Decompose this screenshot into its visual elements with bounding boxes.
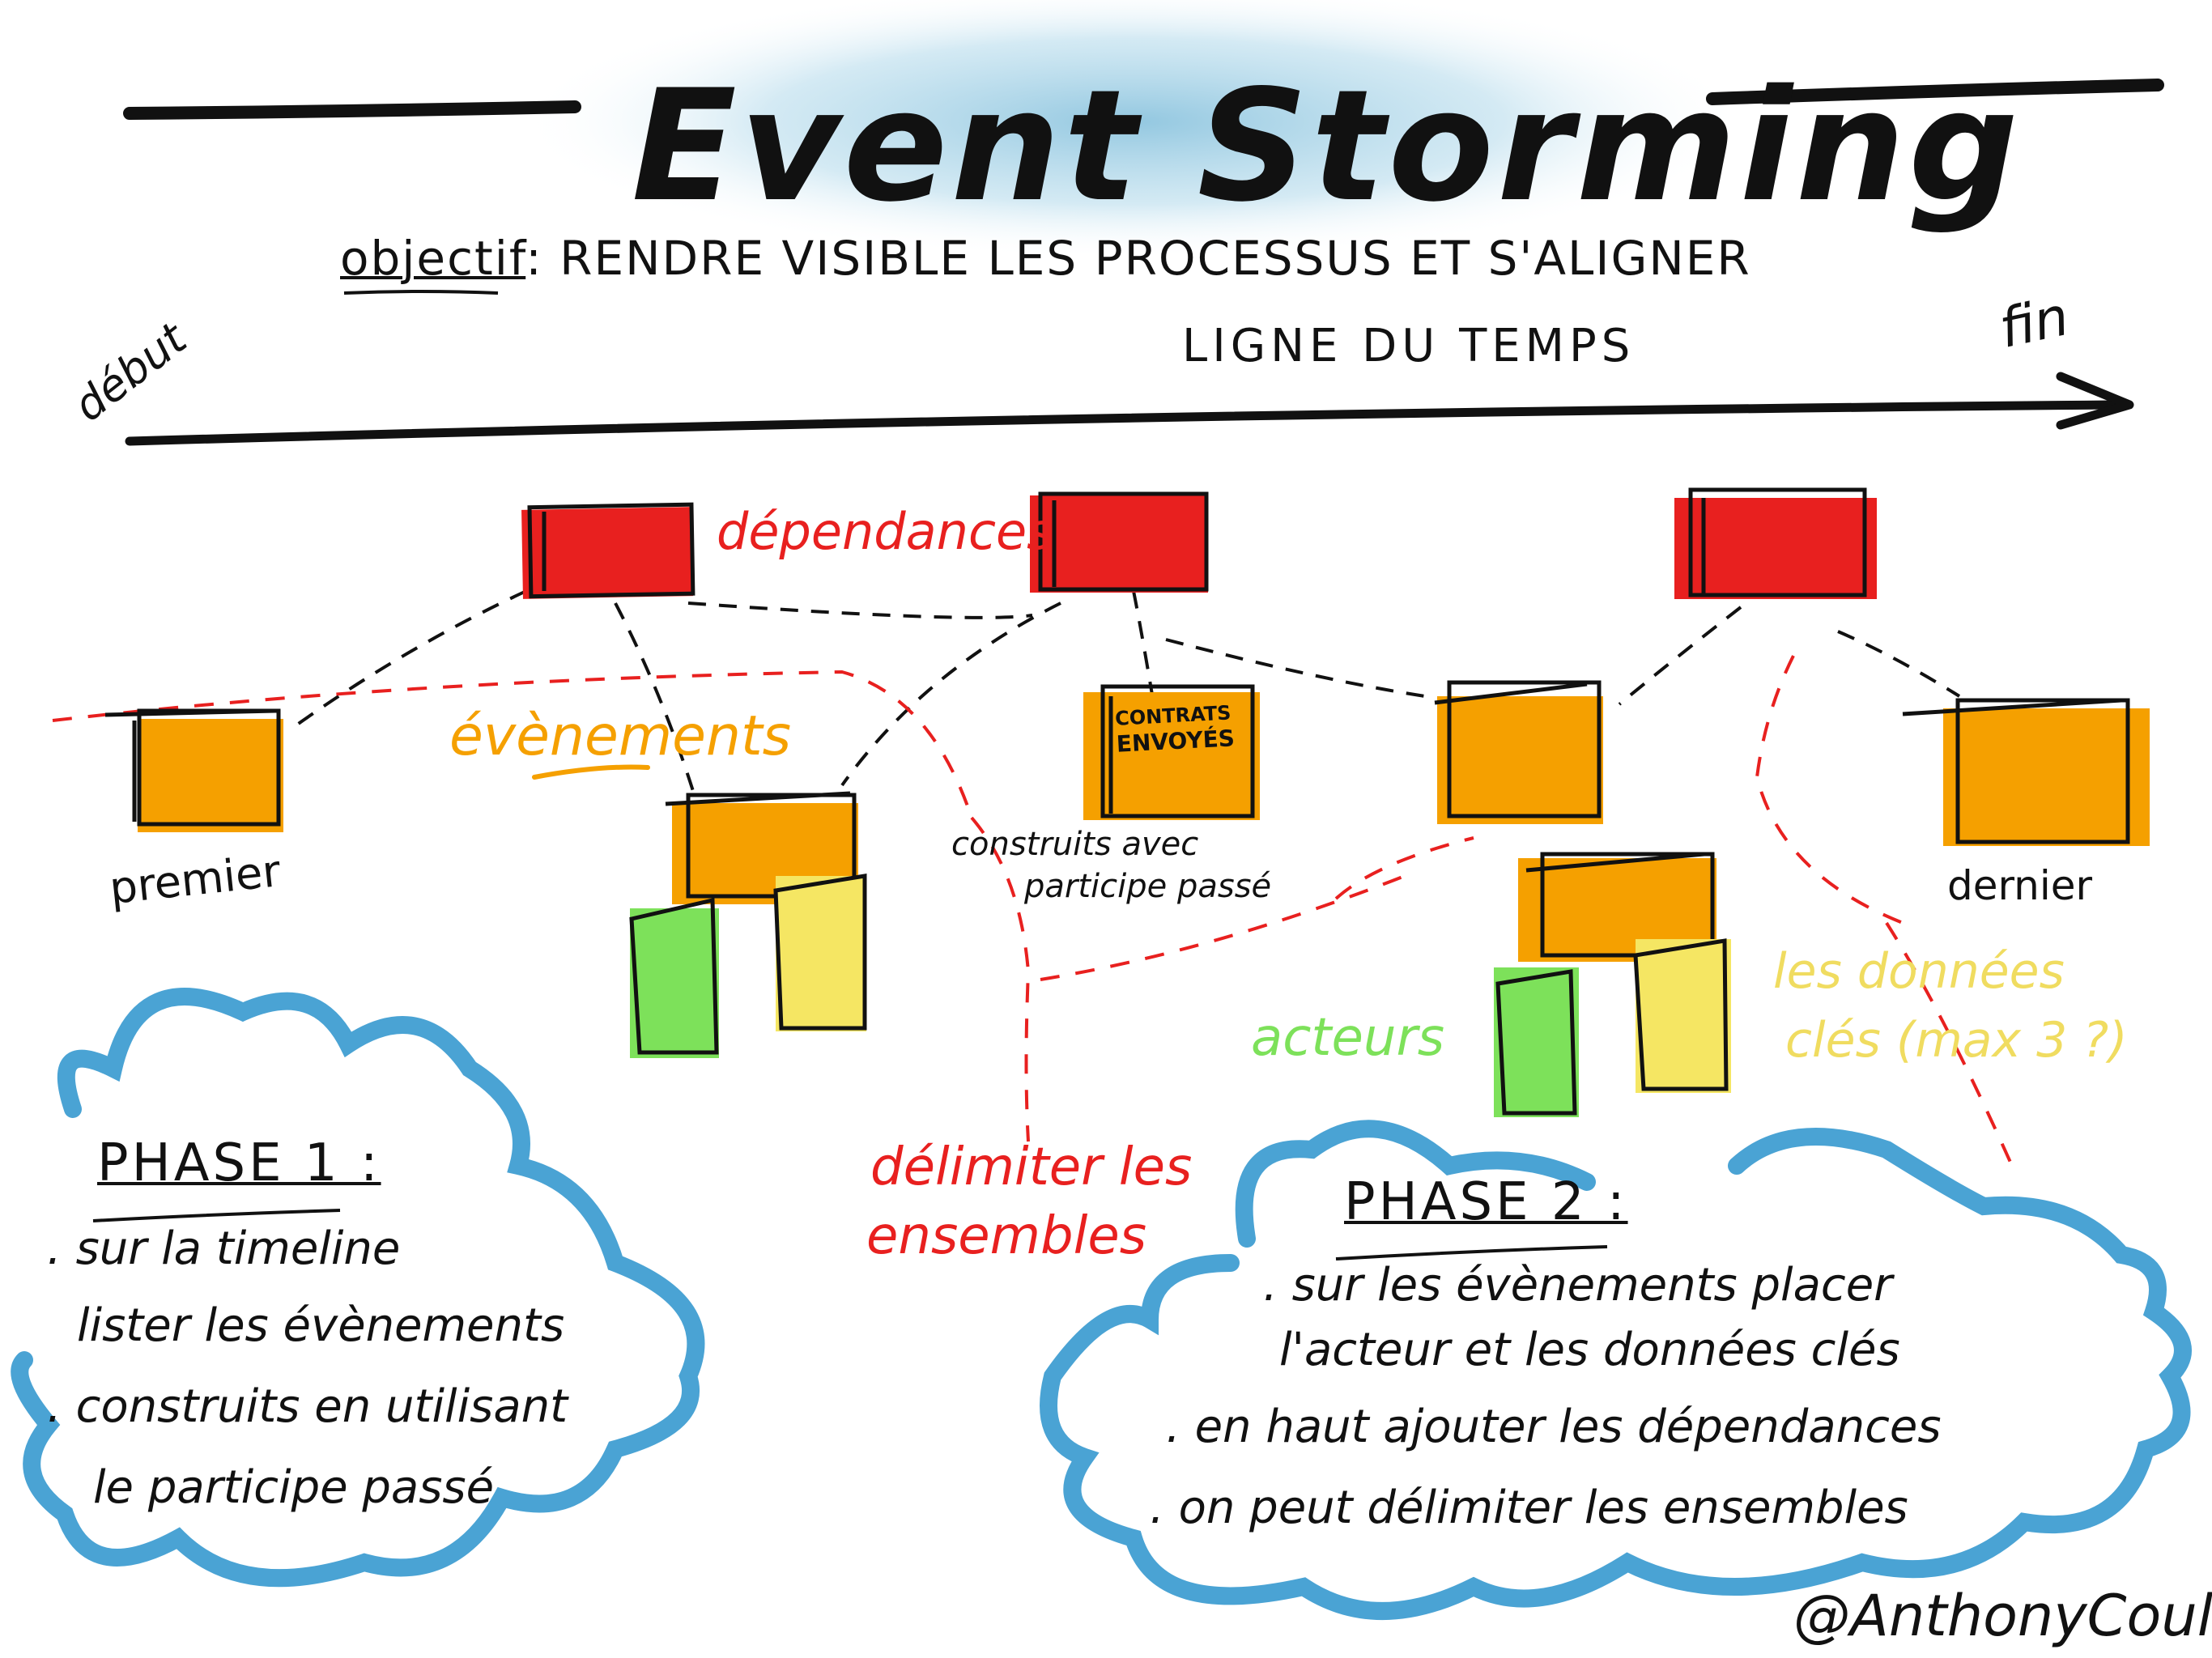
phase1-line-3: . construits en utilisant xyxy=(47,1380,568,1433)
event-card-last xyxy=(1902,698,2150,846)
dependency-card-1 xyxy=(521,502,696,599)
phase1-line-2: lister les évènements xyxy=(77,1299,565,1352)
author-credit: @AnthonyCoulon xyxy=(1793,1583,2212,1649)
title-rule-left xyxy=(123,100,581,120)
phase2-line-4: . on peut délimiter les ensembles xyxy=(1150,1482,1908,1534)
key-data-label-line2: clés (max 3 ?) xyxy=(1785,1012,2128,1069)
key-data-label-line1: les données xyxy=(1773,943,2065,1000)
objective-text: : RENDRE VISIBLE LES PROCESSUS ET S'ALIG… xyxy=(525,231,1751,286)
page-title: Event Storming xyxy=(632,57,2023,236)
events-label: évènements xyxy=(449,704,792,768)
title-glow xyxy=(518,0,1749,259)
timeline-arrowhead xyxy=(2056,372,2134,430)
objective-keyword: objectif xyxy=(340,231,526,286)
past-participle-note-line1: construits avec xyxy=(951,826,1199,863)
phase2-line-3: . en haut ajouter les dépendances xyxy=(1166,1401,1942,1453)
phase1-line-4: le participe passé xyxy=(93,1461,495,1514)
dependency-card-2 xyxy=(1030,491,1209,593)
dependencies-label: dépendances xyxy=(717,502,1053,561)
phase2-line-2: l'acteur et les données clés xyxy=(1279,1324,1900,1376)
phase2-line-1: . sur les évènements placer xyxy=(1263,1259,1893,1312)
actors-label: acteurs xyxy=(1251,1008,1445,1068)
key-data-card-2 xyxy=(1633,938,1731,1093)
events-label-underline xyxy=(532,764,650,780)
dependency-links xyxy=(290,589,1961,802)
phase2-title: PHASE 2 : xyxy=(1344,1172,1628,1232)
contracts-card-text: CONTRATS ENVOYÉS xyxy=(1114,699,1236,757)
cloud-phase1 xyxy=(11,988,705,1588)
dependency-card-3 xyxy=(1674,487,1877,599)
phase1-title: PHASE 1 : xyxy=(97,1133,381,1193)
key-data-card-1 xyxy=(773,874,867,1031)
past-participle-note-line2: participe passé xyxy=(1024,868,1272,905)
event-card-first xyxy=(104,708,283,832)
actor-card-2 xyxy=(1494,967,1579,1117)
event-card-4 xyxy=(1434,680,1603,824)
actor-card-1 xyxy=(629,897,719,1058)
delimit-label-line1: délimiter les xyxy=(870,1137,1193,1197)
phase1-line-1: . sur la timeline xyxy=(47,1222,401,1275)
objective-underline xyxy=(343,290,499,295)
cloud-phase2 xyxy=(1040,1120,2192,1620)
event-card-contracts xyxy=(1083,684,1260,820)
timeline-arrow xyxy=(125,400,2118,446)
last-event-label: dernier xyxy=(1947,862,2093,909)
phase2-underline xyxy=(1335,1245,1608,1261)
timeline-label: LIGNE DU TEMPS xyxy=(1182,320,1636,372)
objective: objectif: RENDRE VISIBLE LES PROCESSUS E… xyxy=(340,231,1751,286)
phase1-underline xyxy=(92,1209,341,1222)
delimit-label-line2: ensembles xyxy=(866,1206,1147,1266)
title-rule-right xyxy=(1706,79,2164,105)
boundary-lines xyxy=(52,655,2014,1167)
